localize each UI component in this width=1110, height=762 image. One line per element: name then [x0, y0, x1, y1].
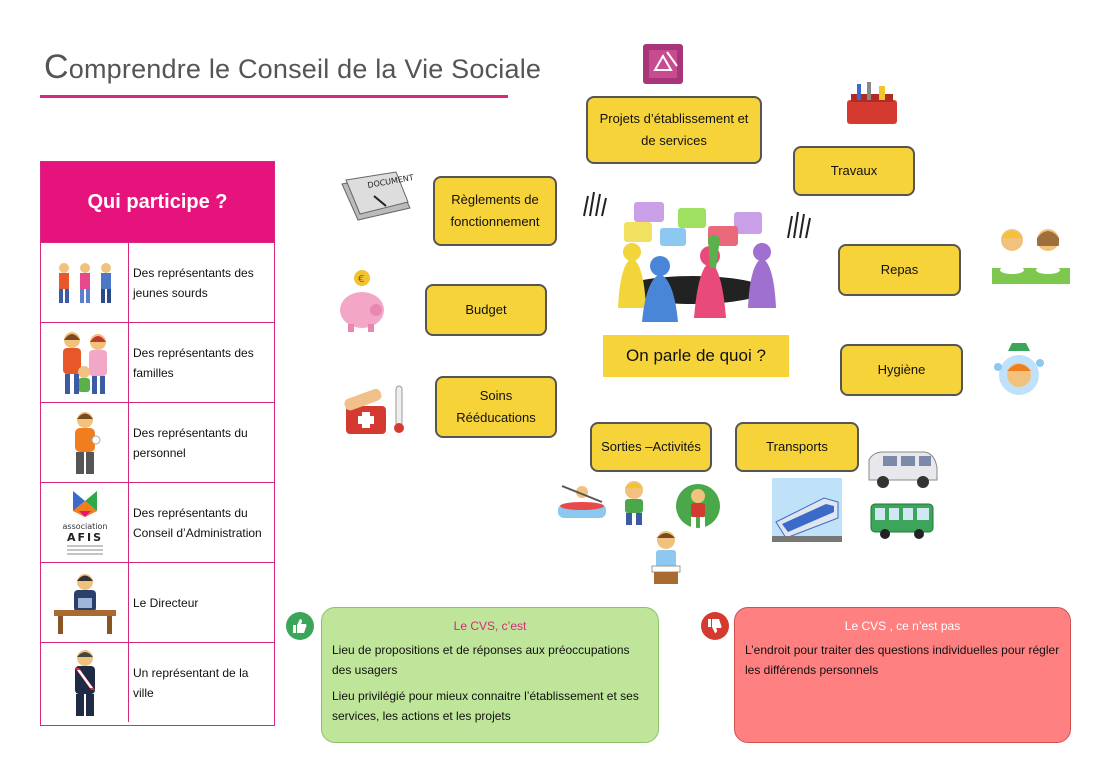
logo-brand-text: AFIS [66, 531, 102, 544]
participant-row: association AFIS Des représentants du Co… [41, 482, 274, 562]
topic-soins-reeducations: Soins Rééducations [435, 376, 557, 438]
title-underline [40, 95, 508, 98]
participant-label: Des représentants du Conseil d’Administr… [133, 505, 262, 540]
cvs-is-box: Le CVS, c’est Lieu de propositions et de… [321, 607, 659, 743]
minibus-icon [865, 446, 941, 495]
topic-hygiene: Hygiène [840, 344, 963, 396]
thumbs-down-icon [701, 612, 729, 640]
topic-reglements: Règlements de fonctionnement [433, 176, 557, 246]
participants-table: Qui participe ? Des représentants des je… [40, 161, 275, 726]
participants-header: Qui participe ? [41, 162, 274, 242]
cvs-is-not-item: L’endroit pour traiter des questions ind… [745, 643, 1060, 677]
topic-repas: Repas [838, 244, 961, 296]
title-initial: C [44, 48, 69, 86]
topic-projets-etablissement: Projets d’établissement et de services [586, 96, 762, 164]
participant-label: Des représentants des jeunes sourds [133, 265, 254, 300]
center-question: On parle de quoi ? [603, 335, 789, 377]
staff-member-icon [41, 403, 129, 482]
bus-icon [867, 500, 937, 545]
participant-row: Des représentants des familles [41, 322, 274, 402]
participant-label: Le Directeur [133, 595, 199, 610]
thumbs-up-icon [286, 612, 314, 640]
children-eating-icon [990, 222, 1072, 293]
discussion-group-illustration [598, 198, 788, 333]
participant-row: Le Directeur [41, 562, 274, 642]
director-at-desk-icon [41, 563, 129, 642]
topic-transports: Transports [735, 422, 859, 472]
young-deaf-people-icon [41, 243, 129, 322]
toolbox-icon [843, 80, 901, 133]
cvs-is-item: Lieu privilégié pour mieux connaitre l’é… [332, 689, 639, 723]
document-stack-icon: DOCUMENT [338, 170, 414, 229]
topic-budget: Budget [425, 284, 547, 336]
football-player-icon [673, 482, 723, 539]
participant-row: Un représentant de la ville [41, 642, 274, 722]
title-rest: omprendre le Conseil de la Vie Sociale [68, 54, 542, 84]
family-icon [41, 323, 129, 402]
waving-hand-right-icon [782, 204, 816, 249]
cvs-is-item: Lieu de propositions et de réponses aux … [332, 643, 630, 677]
child-playing-icon [614, 478, 654, 533]
participant-label: Des représentants du personnel [133, 425, 248, 460]
child-reading-icon [646, 528, 686, 591]
participant-row: Des représentants des jeunes sourds [41, 242, 274, 322]
child-showering-icon [986, 337, 1052, 408]
mayor-with-sash-icon [41, 643, 129, 722]
waving-hand-left-icon [578, 186, 612, 227]
cvs-is-not-box: Le CVS , ce n’est pas L’endroit pour tra… [734, 607, 1071, 743]
topic-sorties-activites: Sorties –Activités [590, 422, 712, 472]
notebook-icon [641, 42, 687, 91]
participant-label: Des représentants des familles [133, 345, 254, 380]
topic-travaux: Travaux [793, 146, 915, 196]
first-aid-kit-icon [342, 382, 412, 443]
logo-association-text: association [62, 522, 107, 531]
svg-text:€: € [358, 274, 364, 285]
participant-label: Un représentant de la ville [133, 665, 249, 700]
piggy-bank-icon: € [338, 268, 388, 339]
cvs-is-not-heading: Le CVS , ce n’est pas [844, 619, 961, 633]
page-title: Comprendre le Conseil de la Vie Sociale [44, 48, 541, 87]
cvs-is-heading: Le CVS, c’est [453, 619, 527, 633]
afis-logo: association AFIS [41, 483, 129, 562]
participant-row: Des représentants du personnel [41, 402, 274, 482]
train-icon [772, 478, 842, 547]
kayak-activity-icon [556, 478, 608, 529]
